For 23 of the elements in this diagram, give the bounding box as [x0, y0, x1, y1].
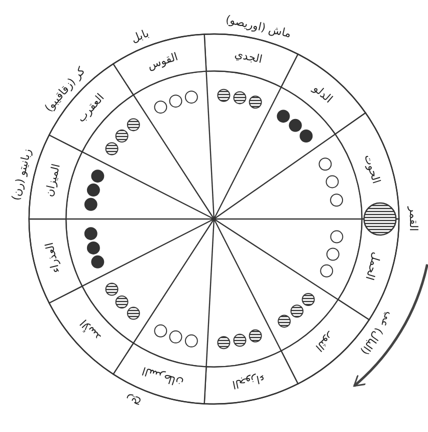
zodiac-sector: [48, 286, 134, 375]
moon-disc: [363, 202, 397, 236]
outer-label: زبانيتو (رن): [9, 148, 34, 202]
zodiac-sector: [112, 342, 207, 404]
sign-label: الثور: [313, 330, 338, 354]
sign-label: الجوزاء: [231, 372, 266, 392]
moon-label: القمر: [407, 206, 420, 232]
sign-label: الحوت: [362, 153, 383, 186]
outer-label: (البال) عي: [358, 310, 397, 358]
sign-label: السرطان: [140, 364, 185, 390]
sign-label: الجدي: [234, 47, 264, 66]
zodiac-sector: [28, 218, 83, 304]
sign-label: الأسد: [78, 316, 104, 344]
sign-label: القوس: [146, 50, 180, 72]
sign-label: العذراء: [42, 241, 63, 274]
outer-label: ماش (اوريصو): [224, 12, 292, 40]
zodiac-sector: [280, 54, 366, 135]
sign-label: الدلو: [310, 82, 336, 106]
outer-label: بابل: [129, 26, 151, 46]
sign-label: الميزان: [42, 162, 63, 198]
sign-label: الحمل: [362, 250, 384, 282]
outer-label: ريح: [123, 392, 143, 410]
zodiac-sector: [204, 350, 299, 404]
